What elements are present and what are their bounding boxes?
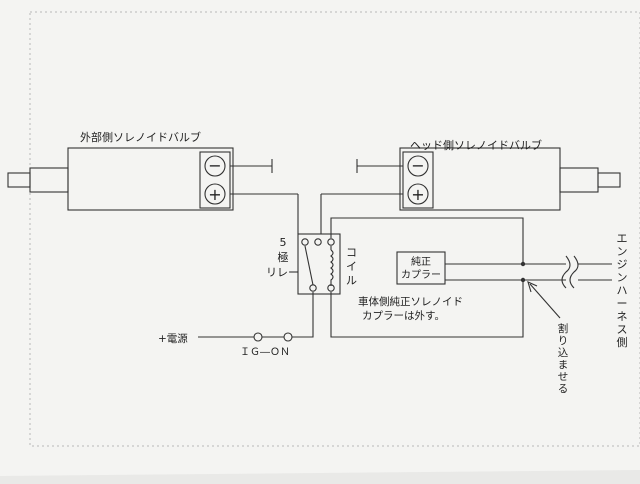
power-wire-right: [292, 292, 314, 338]
head-minus-symbol: −: [411, 156, 424, 175]
harness-label: エ ン ジ ン ハ ー ネ ス 側: [617, 232, 628, 349]
coil-feed-wire: [330, 217, 524, 264]
outer-valve-stem-tip: [7, 172, 31, 188]
relay-pin-2: [314, 238, 322, 246]
harness-break-right: [569, 255, 579, 289]
outer-plus-terminal: [204, 183, 226, 205]
coupler-box: [396, 251, 446, 285]
junction-dot-lower: [520, 277, 526, 283]
outer-plus-symbol: +: [208, 185, 221, 204]
coil-label-char-2: イ: [346, 260, 357, 273]
splice-label-char: 割: [558, 322, 569, 335]
harness-label-char: ジ: [617, 258, 628, 271]
outer-minus-terminal: [204, 155, 226, 177]
junction-dot-upper: [520, 261, 526, 267]
relay-label-pole: 極: [278, 250, 289, 264]
splice-label-char: ま: [558, 359, 569, 371]
dashed-border: [29, 11, 640, 447]
outer-valve-label: 外部側ソレノイドバルブ: [80, 130, 201, 144]
note-line2: カプラーは外す。: [362, 310, 445, 322]
note-line1: 車体側純正ソレノイド: [358, 295, 463, 308]
head-plus-terminal: [407, 183, 429, 205]
relay-box: [297, 233, 341, 295]
splice-label-char: 込: [558, 347, 569, 359]
head-plus-symbol: +: [411, 185, 424, 204]
splice-arrow-shaft: [529, 283, 561, 319]
relay-label-number: 5: [280, 236, 287, 249]
splice-label: 割 り 込 ま せ る: [558, 322, 569, 395]
splice-label-char: せ: [558, 371, 569, 383]
head-valve-terminal-block: [402, 151, 434, 209]
splice-label-char: る: [558, 383, 569, 395]
splice-arrow-head: [527, 281, 538, 293]
harness-break-left: [561, 255, 571, 289]
head-valve-stem-tip: [597, 172, 621, 188]
relay-pin-3: [327, 238, 335, 246]
relay-coil: [330, 249, 334, 286]
coil-label-char-1: コ: [346, 246, 357, 259]
relay-pin-1: [301, 238, 309, 246]
harness-label-char: ン: [617, 271, 628, 284]
coupler-label-line2: カプラー: [401, 269, 441, 281]
coil-label-char-3: ル: [346, 274, 357, 287]
harness-label-char: ー: [617, 297, 628, 310]
head-minus-terminal: [407, 155, 429, 177]
harness-label-char: 側: [617, 336, 628, 349]
harness-label-char: ス: [617, 323, 628, 336]
power-label: +電源: [158, 332, 188, 345]
coupler-label-line1: 純正: [411, 255, 431, 268]
harness-label-char: ネ: [617, 310, 628, 323]
relay-return-wire: [330, 280, 524, 338]
harness-label-char: エ: [617, 232, 628, 245]
head-valve-label: ヘッド側ソレノイドバルブ: [410, 138, 542, 152]
outer-valve-terminal-block: [199, 151, 231, 209]
relay-switch-contact: [304, 245, 314, 286]
splice-label-char: り: [558, 335, 569, 347]
relay-label-relay: リレー: [266, 266, 299, 279]
harness-label-char: ン: [617, 245, 628, 258]
outer-minus-symbol: −: [208, 156, 221, 175]
ig-on-label: ＩＧ―ＯＮ: [240, 347, 290, 358]
harness-label-char: ハ: [617, 284, 628, 297]
